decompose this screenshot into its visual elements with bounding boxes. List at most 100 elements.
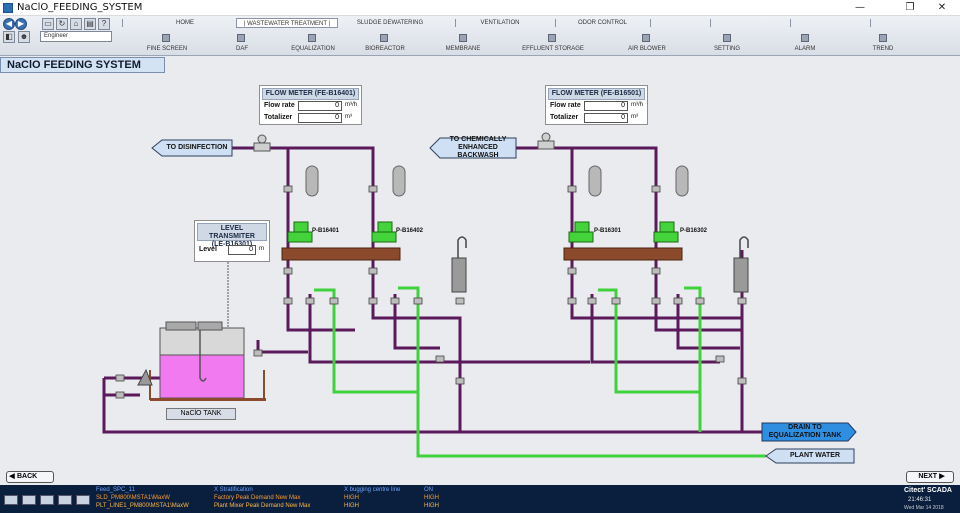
window-title: NaClO_FEEDING_SYSTEM — [17, 2, 143, 13]
nav-odor-control[interactable]: ODOR CONTROL — [577, 20, 627, 26]
forward-arrow-icon[interactable]: ▶ — [15, 18, 27, 30]
alarm-ack-icon[interactable] — [22, 495, 36, 505]
alarm-desc: Factory Peak Demand New Max — [214, 495, 301, 501]
nav-home[interactable]: HOME — [176, 20, 194, 26]
alarm-bell-icon[interactable] — [4, 495, 18, 505]
home-icon[interactable]: ⌂ — [70, 18, 82, 30]
alarm-desc: X Stratification — [214, 487, 253, 493]
alarm-state: HIGH — [424, 495, 439, 501]
damper-vessel — [392, 165, 406, 197]
pump-skid — [281, 247, 401, 261]
divider — [555, 19, 556, 27]
minimize-button[interactable]: — — [855, 2, 865, 13]
panel-title: FLOW METER (FE-B16401) — [262, 88, 359, 100]
pipe — [676, 294, 740, 350]
pipe — [393, 294, 440, 350]
alarm-state: HIGH — [424, 503, 439, 509]
back-arrow-icon[interactable]: ◀ — [3, 18, 15, 30]
pipe — [516, 146, 658, 180]
drain-label: DRAIN TO EQUALIZATION TANK — [762, 423, 848, 441]
login-icon[interactable]: ◧ — [3, 31, 15, 43]
level-unit: m — [259, 246, 264, 252]
alarm-filter-icon[interactable] — [76, 495, 90, 505]
nav-fine-screen[interactable]: FINE SCREEN — [146, 46, 188, 52]
next-button[interactable]: NEXT▶ — [906, 471, 954, 483]
drain-label-line1: DRAIN TO — [788, 424, 822, 431]
to-backwash-label: TO CHEMICALLY ENHANCED BACKWASH — [440, 136, 516, 159]
alarm-silence-icon[interactable] — [40, 495, 54, 505]
pipe — [398, 286, 766, 458]
pipe — [590, 294, 720, 364]
pipe — [570, 304, 742, 320]
alarm-bar — [0, 485, 960, 513]
divider — [790, 19, 791, 27]
user-field[interactable]: Engineer — [40, 31, 112, 42]
flow-rate-value: 0 — [584, 101, 628, 111]
window-icon[interactable]: ▭ — [42, 18, 54, 30]
alarm-tag[interactable]: PLT_LINE1_PM800\MSTA1\MaxW — [96, 503, 189, 509]
filter-icon — [451, 236, 467, 293]
pump-icon — [371, 221, 397, 243]
next-button-label: NEXT — [918, 473, 937, 480]
level-label: Level — [199, 246, 217, 253]
back-button[interactable]: ◀BACK — [6, 471, 54, 483]
divider — [870, 19, 871, 27]
close-button[interactable]: ✕ — [937, 2, 947, 13]
flow-rate-label: Flow rate — [264, 102, 295, 109]
next-arrow-icon: ▶ — [939, 473, 945, 480]
nav-ventilation[interactable]: VENTILATION — [480, 20, 520, 26]
pump-label: P-B16402 — [396, 228, 424, 234]
backwash-label-line2: ENHANCED BACKWASH — [457, 144, 499, 159]
alarm-tag[interactable]: SLD_PM800\MSTA1\MaxW — [96, 495, 170, 501]
nav-alarm[interactable]: ALARM — [794, 46, 816, 52]
nav-daf[interactable]: DAF — [236, 46, 248, 52]
pipe — [371, 304, 462, 432]
panel-title-line1: LEVEL TRANSMITER — [209, 225, 255, 240]
valve-icon — [115, 185, 747, 399]
nav-effluent-storage[interactable]: EFFLUENT STORAGE — [522, 46, 584, 52]
scada-brand: Citect' SCADA — [904, 487, 952, 494]
setting-icon — [723, 34, 731, 42]
flow-meter-panel-1: FLOW METER (FE-B16401) Flow rate 0 m³/h … — [259, 85, 362, 125]
nav-wastewater-treatment[interactable]: | WASTEWATER TREATMENT | — [236, 18, 338, 28]
alarm-tag[interactable]: Feed_SPC_11 — [96, 487, 135, 493]
maximize-button[interactable]: ❐ — [905, 2, 915, 13]
level-value: 0 — [228, 245, 256, 255]
user-icon[interactable]: ☻ — [18, 31, 30, 43]
pipe — [286, 304, 355, 332]
to-disinfection-label: TO DISINFECTION — [166, 144, 228, 151]
divider — [650, 19, 651, 27]
pipe — [654, 304, 742, 332]
alarm-list-icon[interactable] — [58, 495, 72, 505]
membrane-icon — [459, 34, 467, 42]
pump-icon — [287, 221, 313, 243]
print-icon[interactable]: ▤ — [84, 18, 96, 30]
panel-title: LEVEL TRANSMITER (LE-B16301) — [197, 223, 267, 248]
water-pipes — [314, 286, 766, 458]
totalizer-value: 0 — [298, 113, 342, 123]
backwash-label-line1: TO CHEMICALLY — [449, 136, 507, 143]
back-button-label: BACK — [17, 473, 38, 480]
pipe — [232, 146, 375, 180]
tank-label: NaClO TANK — [166, 408, 236, 420]
flow-rate-unit: m³/h — [345, 102, 357, 108]
alarm-desc: Plant Mixer Peak Demand New Max — [214, 503, 311, 509]
nav-membrane[interactable]: MEMBRANE — [445, 46, 481, 52]
nav-bioreactor[interactable]: BIOREACTOR — [365, 46, 405, 52]
flow-rate-value: 0 — [298, 101, 342, 111]
effluent-storage-icon — [548, 34, 556, 42]
nav-setting[interactable]: SETTING — [713, 46, 740, 52]
nav-equalization[interactable]: EQUALIZATION — [291, 46, 335, 52]
refresh-icon[interactable]: ↻ — [56, 18, 68, 30]
flow-meter-panel-2: FLOW METER (FE-B16501) Flow rate 0 m³/h … — [545, 85, 648, 125]
alarm-state: ON — [424, 487, 433, 493]
help-icon[interactable]: ? — [98, 18, 110, 30]
nav-trend[interactable]: TREND — [872, 46, 894, 52]
pump-skid — [563, 247, 683, 261]
nav-sludge-dewatering[interactable]: SLUDGE DEWATERING — [356, 20, 424, 26]
fine-screen-icon — [162, 34, 170, 42]
nav-air-blower[interactable]: AIR BLOWER — [628, 46, 666, 52]
air-blower-icon — [642, 34, 650, 42]
pipe — [598, 288, 700, 394]
alarm-desc: X bugging centre line — [344, 487, 401, 493]
